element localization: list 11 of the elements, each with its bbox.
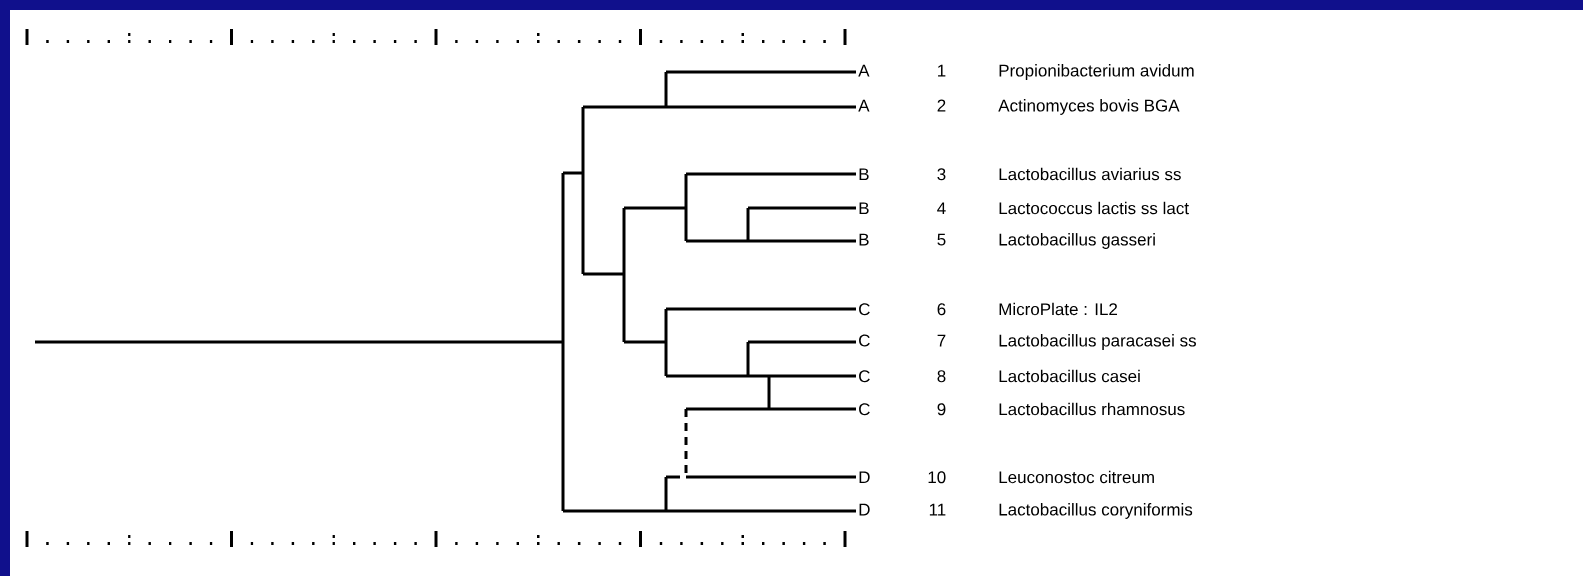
leaf-label: C 8 Lactobacillus casei (859, 369, 1140, 383)
leaf-label: C 9 Lactobacillus rhamnosus (859, 402, 1185, 416)
leaf-label: B 4 Lactococcus lactis ss lact (859, 201, 1189, 215)
leaf-label: A 1 Propionibacterium avidum (858, 64, 1194, 80)
leaf-label: B 5 Lactobacillus gasseri (859, 233, 1155, 249)
leaf-label: A 2 Actinomyces bovis BGA (858, 99, 1180, 115)
leaf-label: C 7 Lactobacillus paracasei ss (859, 334, 1196, 350)
leaf-label: D 11 Lactobacillus coryniformis (859, 503, 1193, 519)
leaf-label: B 3 Lactobacillus aviarius ss (859, 167, 1181, 181)
leaf-label: D 10 Leuconostoc citreum (859, 470, 1154, 484)
leaf-label: C 6 MicroPlate : IL2 (859, 302, 1117, 316)
